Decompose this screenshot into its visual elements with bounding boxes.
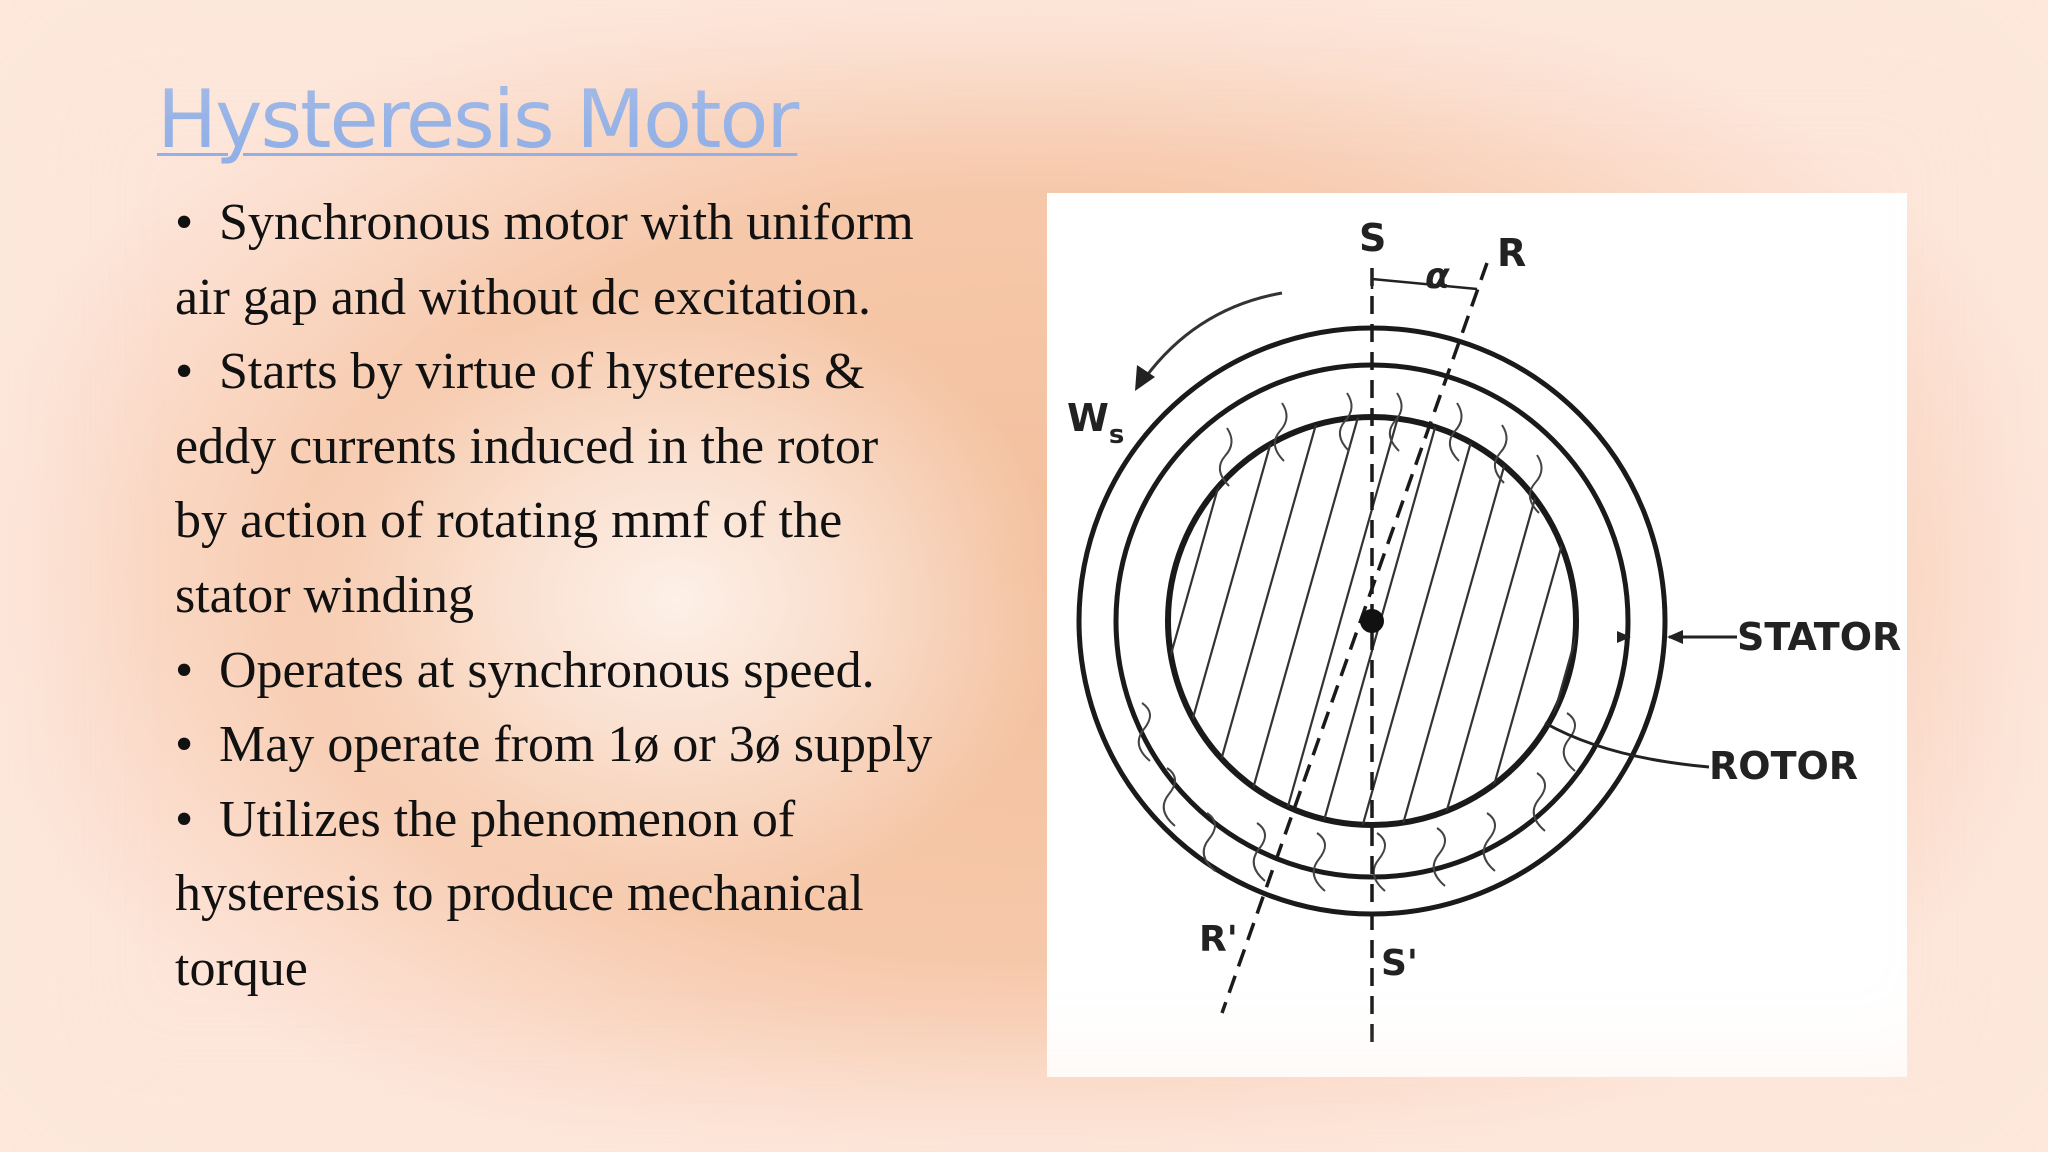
- r-axis-line: [1220, 262, 1489, 1014]
- airgap-flux-lines: [1137, 392, 1576, 892]
- diagram-svg: S R α Ws STATOR ROTOR R' S': [1067, 216, 1901, 1048]
- stator-pointer-arrowhead: [1667, 630, 1683, 644]
- bullet-line: • Operates at synchronous speed.: [175, 634, 1005, 709]
- label-s: S: [1359, 216, 1386, 260]
- bullet-marker: •: [175, 716, 194, 774]
- rotor-pointer-line: [1544, 721, 1710, 769]
- rotation-arrowhead: [1135, 365, 1155, 391]
- bullet-line: • Starts by virtue of hysteresis &: [175, 335, 1005, 410]
- label-rotor: ROTOR: [1709, 744, 1858, 788]
- bullet-marker: •: [175, 343, 194, 401]
- rotation-arrow: [1143, 291, 1283, 379]
- rotor-hatching: [1168, 417, 1576, 825]
- bullet-marker: •: [175, 790, 194, 848]
- alpha-dimension-line: [1371, 277, 1478, 291]
- bullet-text: air gap and without dc excitation.: [175, 268, 872, 326]
- bullet-text: torque: [175, 939, 308, 997]
- bullet-marker: •: [175, 641, 194, 699]
- label-stator: STATOR: [1737, 615, 1901, 659]
- label-ws: Ws: [1067, 396, 1124, 450]
- bullet-line: stator winding: [175, 559, 1005, 634]
- hysteresis-motor-diagram: S R α Ws STATOR ROTOR R' S': [1047, 193, 1907, 1077]
- bullet-text: Starts by virtue of hysteresis &: [219, 343, 865, 401]
- bullet-text: Utilizes the phenomenon of: [219, 790, 796, 848]
- bullet-text: hysteresis to produce mechanical: [175, 865, 864, 923]
- label-s-prime: S': [1381, 943, 1418, 984]
- inner-gap-arrowhead: [1617, 631, 1631, 643]
- bullet-line: by action of rotating mmf of the: [175, 484, 1005, 559]
- slide-title: Hysteresis Motor: [157, 73, 799, 166]
- rotor-center-dot: [1360, 609, 1384, 633]
- bullet-line: eddy currents induced in the rotor: [175, 410, 1005, 485]
- label-ws-main: W: [1067, 396, 1109, 440]
- bullet-text: Operates at synchronous speed.: [219, 641, 875, 699]
- bullet-line: • Utilizes the phenomenon of: [175, 783, 1005, 858]
- bullet-text: May operate from 1ø or 3ø supply: [219, 716, 933, 774]
- bullet-list: • Synchronous motor with uniform air gap …: [175, 186, 1005, 1007]
- bullet-line: torque: [175, 932, 1005, 1007]
- bullet-text: eddy currents induced in the rotor: [175, 417, 879, 475]
- bullet-text: by action of rotating mmf of the: [175, 492, 843, 550]
- label-ws-subscript: s: [1109, 420, 1124, 450]
- bullet-line: hysteresis to produce mechanical: [175, 857, 1005, 932]
- label-r-prime: R': [1199, 919, 1238, 960]
- label-alpha: α: [1425, 256, 1450, 297]
- bullet-line: • Synchronous motor with uniform: [175, 186, 1005, 261]
- bullet-text: Synchronous motor with uniform: [219, 194, 914, 251]
- bullet-marker: •: [175, 194, 194, 251]
- bullet-text: stator winding: [175, 566, 474, 624]
- bullet-line: air gap and without dc excitation.: [175, 261, 1005, 336]
- bullet-line: • May operate from 1ø or 3ø supply: [175, 708, 1005, 783]
- label-r: R: [1497, 231, 1526, 275]
